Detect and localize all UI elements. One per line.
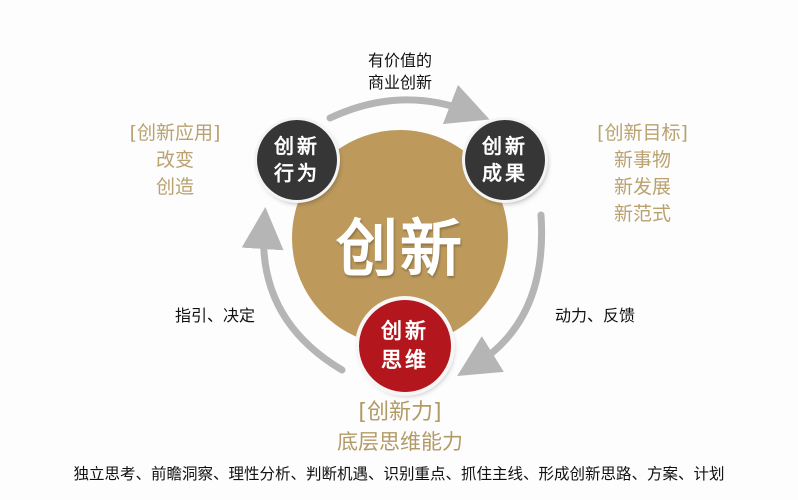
bottom-title: [创新力] xyxy=(358,400,442,425)
right-panel: [创新目标] 新事物 新发展 新范式 xyxy=(575,120,710,228)
left-panel-title: [创新应用] xyxy=(129,122,221,144)
left-arrow-label: 指引、决定 xyxy=(174,306,255,325)
top-arrow-label: 有价值的 商业创新 xyxy=(340,50,460,94)
top-label-line2: 商业创新 xyxy=(367,73,432,92)
right-arrow-label: 动力、反馈 xyxy=(554,306,635,325)
left-panel-item: 创造 xyxy=(155,176,194,198)
right-panel-title: [创新目标] xyxy=(597,122,688,144)
node-behavior: 创新 行为 xyxy=(257,120,337,200)
right-panel-item: 新范式 xyxy=(613,203,671,225)
bottom-description: 独立思考、前瞻洞察、理性分析、判断机遇、识别重点、抓住主线、形成创新思路、方案、… xyxy=(73,465,725,483)
left-panel: [创新应用] 改变 创造 xyxy=(110,120,240,201)
node-result-line2: 成果 xyxy=(482,161,528,185)
node-thinking-line2: 思维 xyxy=(381,348,429,372)
node-behavior-line2: 行为 xyxy=(274,161,320,185)
top-label-line1: 有价值的 xyxy=(367,51,432,70)
right-panel-item: 新事物 xyxy=(613,149,671,171)
right-panel-item: 新发展 xyxy=(613,176,671,198)
center-label: 创新 xyxy=(335,212,464,285)
node-thinking-line1: 创新 xyxy=(381,319,429,343)
bottom-subtitle: 底层思维能力 xyxy=(337,430,463,454)
node-thinking: 创新 思维 xyxy=(359,300,451,392)
node-result-line1: 创新 xyxy=(482,134,528,158)
node-result: 创新 成果 xyxy=(465,120,545,200)
node-behavior-line1: 创新 xyxy=(274,134,320,158)
left-panel-item: 改变 xyxy=(155,149,194,171)
